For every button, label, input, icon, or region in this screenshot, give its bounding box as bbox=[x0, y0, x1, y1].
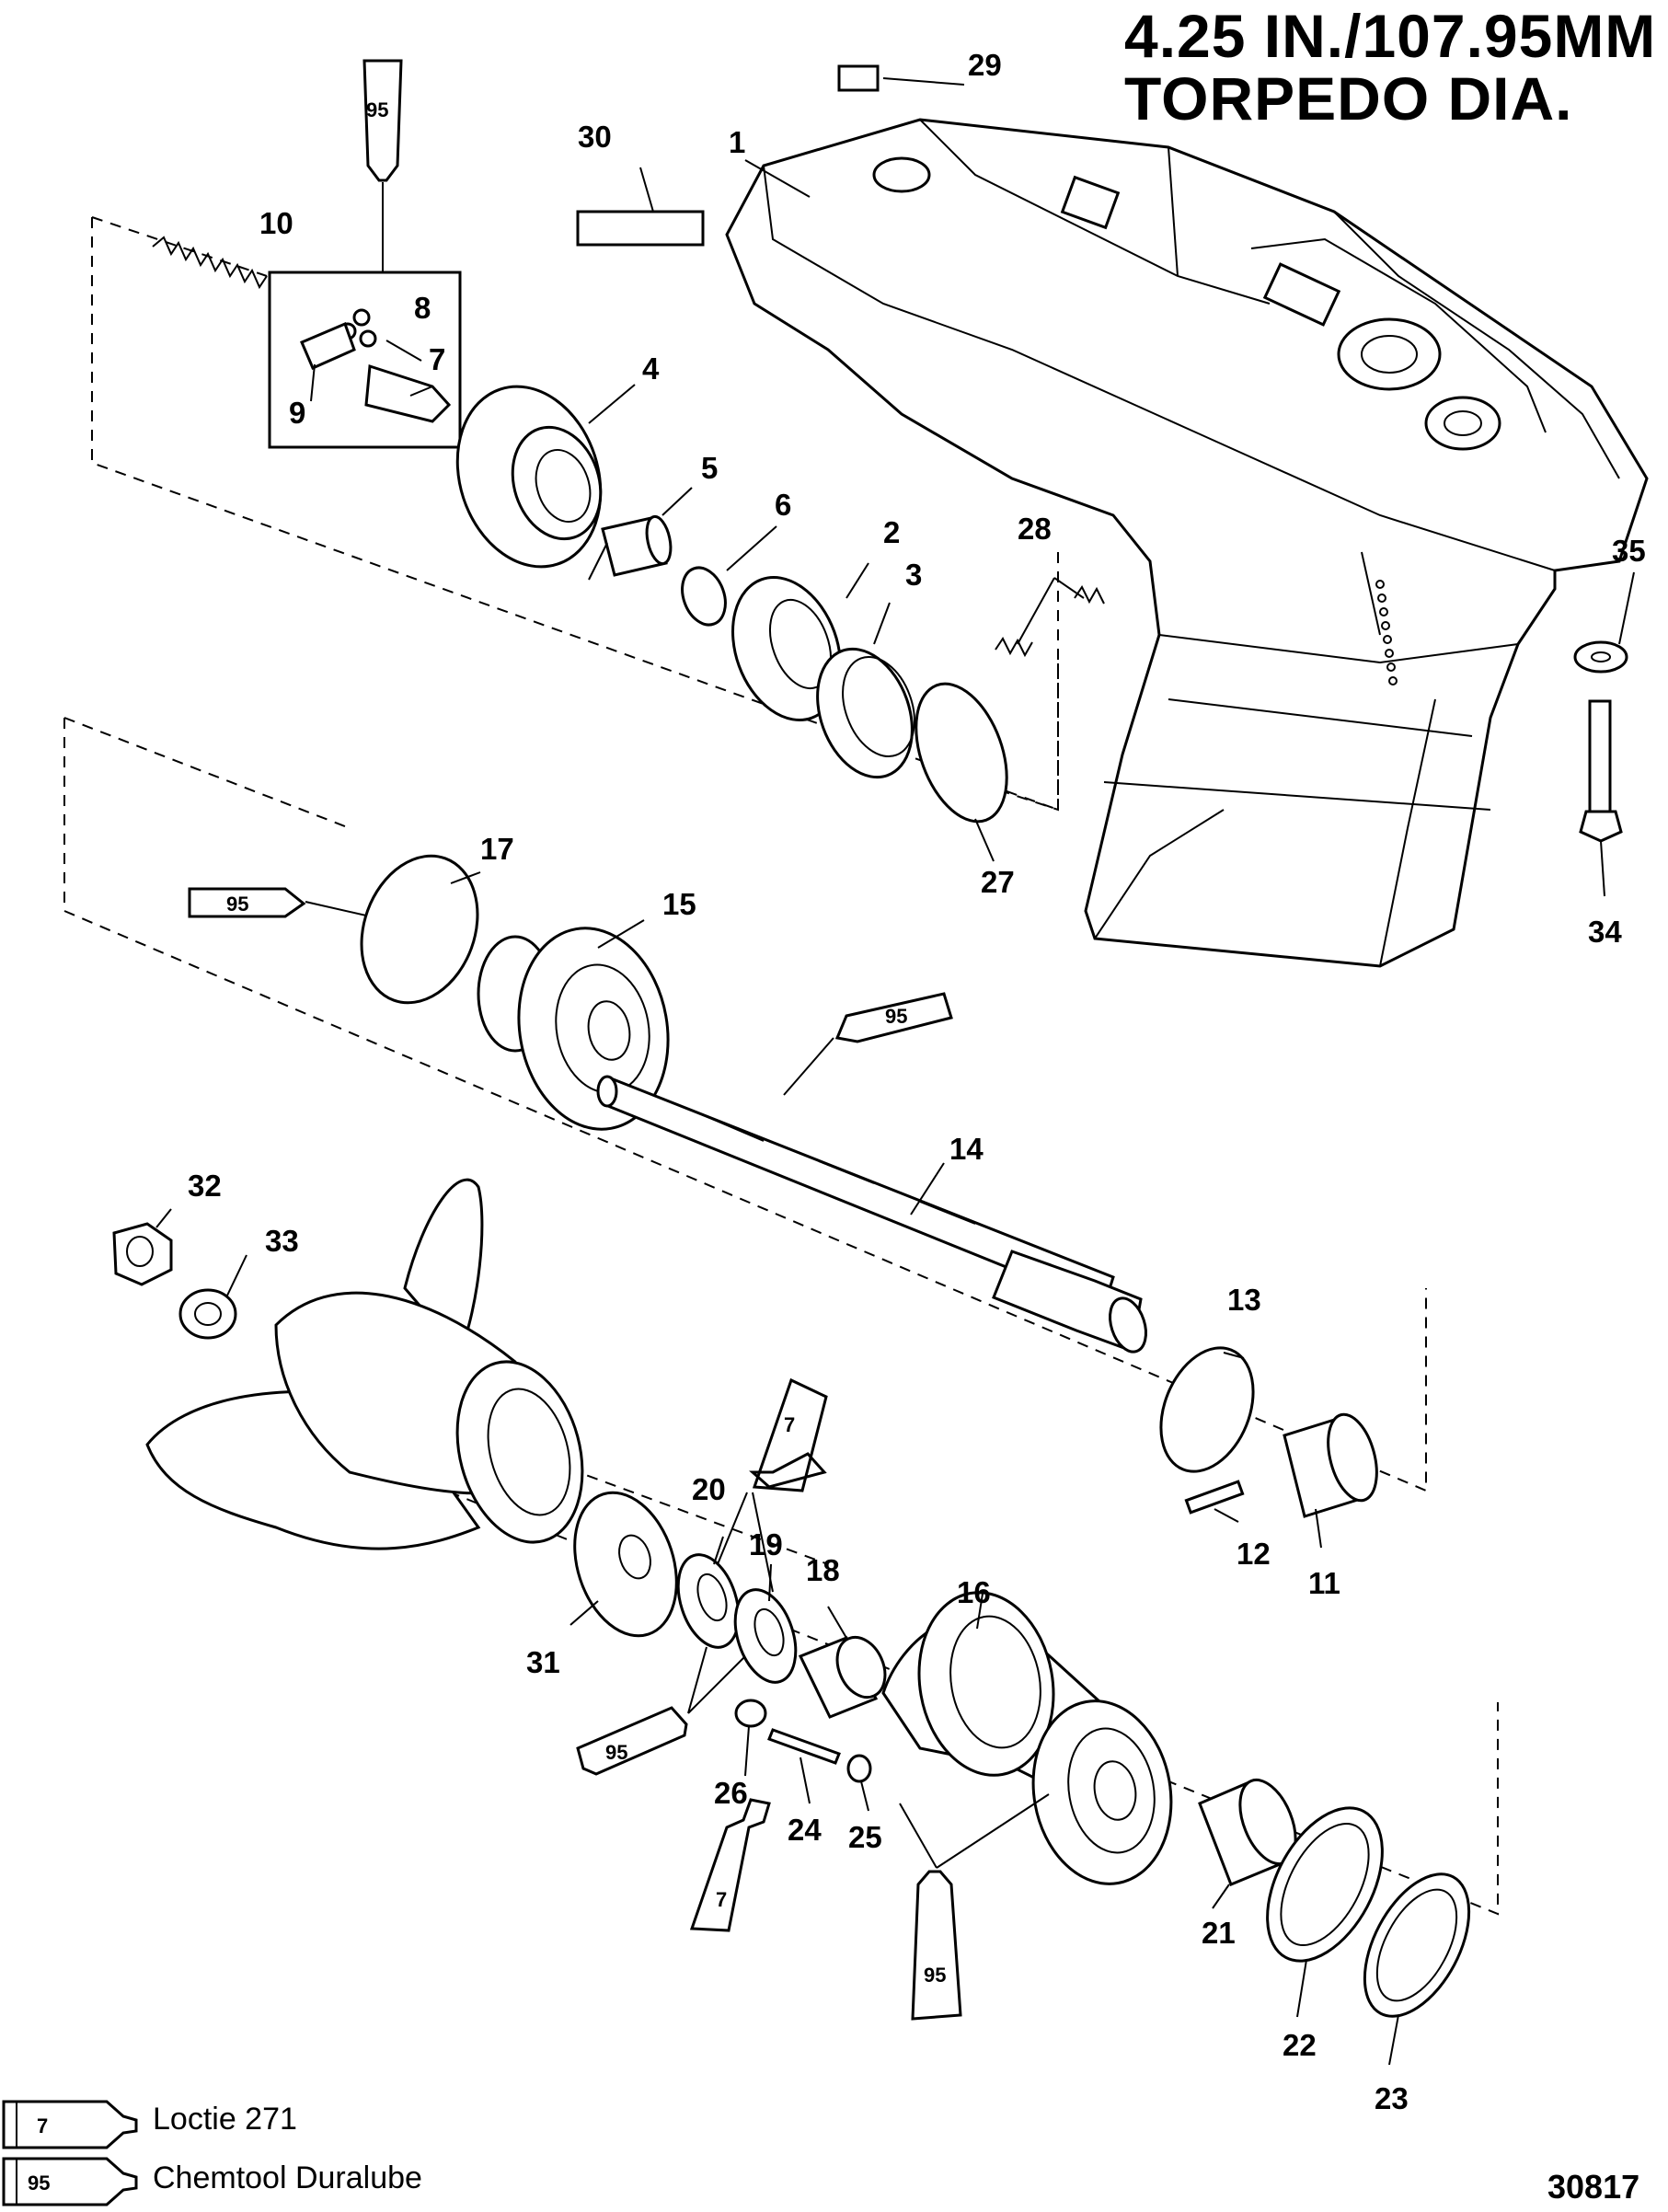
legend-loctite-label: Loctie 271 bbox=[153, 2102, 297, 2137]
o-ring-17 bbox=[360, 854, 479, 1005]
retaining-ring-6 bbox=[681, 566, 727, 627]
grease-tube-95-left: 95 bbox=[188, 887, 306, 918]
grease-tube-95-shaft: 95 bbox=[834, 992, 953, 1043]
thrust-washer-31 bbox=[573, 1491, 678, 1638]
callout-numbers: 1 2 3 4 5 6 7 8 9 10 11 12 13 14 15 16 1… bbox=[188, 48, 1646, 2115]
callout-7: 7 bbox=[429, 342, 445, 376]
callout-31: 31 bbox=[526, 1645, 560, 1679]
callout-32: 32 bbox=[188, 1169, 222, 1203]
propeller-nut-32 bbox=[112, 1222, 173, 1286]
svg-text:95: 95 bbox=[924, 1964, 946, 1987]
callout-25: 25 bbox=[848, 1820, 882, 1854]
washer-25 bbox=[846, 1754, 872, 1783]
grease-tube-95-lower-left: 95 bbox=[576, 1706, 688, 1776]
decal-29 bbox=[837, 64, 880, 92]
callout-6: 6 bbox=[775, 488, 791, 522]
callout-11: 11 bbox=[1308, 1566, 1340, 1600]
group-outline-middle bbox=[63, 717, 1427, 1492]
detent-ball-8 bbox=[352, 308, 371, 327]
callout-27: 27 bbox=[981, 865, 1015, 899]
callout-12: 12 bbox=[1237, 1537, 1271, 1571]
thrust-washer-22 bbox=[1266, 1806, 1384, 1963]
callout-30: 30 bbox=[578, 120, 612, 154]
spring-28 bbox=[995, 585, 1105, 658]
legend-tube-loctite: 7 bbox=[2, 2100, 138, 2149]
legend-duralube-label: Chemtool Duralube bbox=[153, 2160, 422, 2195]
callout-3: 3 bbox=[905, 558, 922, 592]
group-outline-seal bbox=[1002, 552, 1059, 812]
callout-24: 24 bbox=[788, 1813, 822, 1847]
washer-35 bbox=[1573, 640, 1628, 674]
svg-text:95: 95 bbox=[605, 1741, 627, 1764]
callout-15: 15 bbox=[662, 887, 696, 921]
retainer-23 bbox=[1363, 1872, 1471, 2018]
oil-seal-20 bbox=[676, 1553, 741, 1649]
callout-5: 5 bbox=[701, 451, 718, 485]
callout-34: 34 bbox=[1588, 915, 1622, 949]
callout-28: 28 bbox=[1018, 512, 1052, 546]
diagram-title-line-2: TORPEDO DIA. bbox=[1124, 64, 1573, 132]
callout-22: 22 bbox=[1283, 2028, 1317, 2062]
callout-9: 9 bbox=[289, 396, 305, 430]
callout-33: 33 bbox=[265, 1224, 299, 1258]
grease-tube-7-upper: 7 bbox=[749, 1377, 828, 1492]
bearing-cup-3 bbox=[816, 647, 915, 779]
svg-text:95: 95 bbox=[885, 1005, 907, 1028]
nut-26 bbox=[734, 1699, 767, 1728]
callout-4: 4 bbox=[642, 351, 660, 386]
o-ring-13 bbox=[1159, 1346, 1255, 1473]
callout-16: 16 bbox=[957, 1575, 991, 1609]
grease-tube-95-top: 95 bbox=[362, 59, 403, 182]
callout-20: 20 bbox=[692, 1472, 726, 1506]
o-ring-27 bbox=[915, 682, 1008, 824]
svg-text:7: 7 bbox=[37, 2114, 48, 2137]
propeller-shaft-14 bbox=[596, 1075, 1147, 1354]
pinion-gear-2 bbox=[731, 576, 842, 721]
diagram-title-line-1: 4.25 IN./107.95MM bbox=[1124, 2, 1657, 70]
callout-23: 23 bbox=[1375, 2081, 1409, 2115]
figure-number: 30817 bbox=[1547, 2168, 1640, 2206]
callout-1: 1 bbox=[729, 125, 745, 159]
svg-text:7: 7 bbox=[784, 1413, 795, 1436]
cross-pin-12 bbox=[1184, 1480, 1245, 1515]
bearing-carrier-16 bbox=[881, 1591, 1173, 1885]
bearing-carrier-4 bbox=[455, 385, 603, 569]
cam-follower-9 bbox=[300, 321, 356, 370]
decal-30 bbox=[576, 210, 705, 247]
svg-text:95: 95 bbox=[28, 2172, 50, 2195]
bolt-34 bbox=[1579, 699, 1623, 843]
needle-bearing-5 bbox=[601, 514, 673, 577]
callout-17: 17 bbox=[480, 832, 514, 866]
callout-21: 21 bbox=[1202, 1916, 1236, 1950]
tab-washer-33 bbox=[178, 1288, 237, 1340]
gear-housing bbox=[725, 118, 1649, 968]
spring-10 bbox=[152, 236, 268, 290]
svg-text:95: 95 bbox=[366, 98, 388, 121]
svg-text:95: 95 bbox=[226, 893, 248, 916]
callout-29: 29 bbox=[968, 48, 1002, 82]
callout-10: 10 bbox=[259, 206, 293, 240]
sliding-clutch-11 bbox=[1283, 1412, 1378, 1518]
callout-19: 19 bbox=[749, 1527, 783, 1561]
grease-tube-7-lower: 7 bbox=[689, 1798, 771, 1932]
leader-lines bbox=[155, 77, 1635, 2066]
callout-13: 13 bbox=[1227, 1283, 1261, 1317]
grease-tube-95-bottom: 95 bbox=[911, 1870, 962, 2021]
callout-18: 18 bbox=[806, 1553, 840, 1587]
forward-gear-15 bbox=[477, 927, 670, 1131]
callout-2: 2 bbox=[883, 515, 900, 549]
oil-seal-19 bbox=[733, 1588, 798, 1684]
bearing-sleeve-18 bbox=[798, 1635, 887, 1719]
cam-follower-7 bbox=[364, 363, 452, 423]
water-intake-holes bbox=[1375, 580, 1398, 685]
callout-14: 14 bbox=[949, 1132, 984, 1166]
callout-8: 8 bbox=[414, 291, 431, 325]
svg-text:7: 7 bbox=[716, 1888, 727, 1911]
propeller bbox=[145, 1178, 584, 1550]
legend-tube-duralube: 95 bbox=[2, 2157, 138, 2206]
callout-35: 35 bbox=[1612, 534, 1646, 568]
callout-26: 26 bbox=[714, 1776, 748, 1810]
stud-24 bbox=[767, 1728, 841, 1765]
